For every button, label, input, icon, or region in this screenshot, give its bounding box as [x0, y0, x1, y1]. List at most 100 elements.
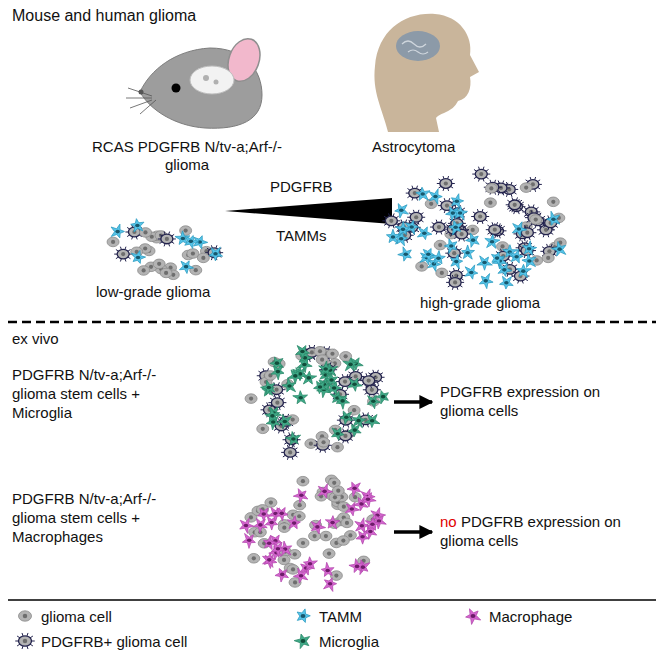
cell-icon — [153, 259, 165, 269]
cell-icon — [131, 250, 145, 263]
cell-icon — [321, 562, 334, 576]
cell-icon — [305, 439, 317, 449]
cell-icon — [449, 221, 463, 235]
cell-icon — [271, 365, 284, 379]
cell-icon — [314, 381, 327, 394]
result-text: PDGFRB expression on glioma cells — [440, 383, 600, 419]
cell-icon — [114, 247, 132, 262]
cell-icon — [281, 445, 299, 460]
cell-icon — [240, 518, 254, 533]
cell-icon — [318, 437, 330, 447]
cell-icon — [326, 349, 338, 359]
cell-icon — [472, 167, 490, 182]
cell-icon — [275, 569, 289, 582]
cell-icon — [523, 241, 537, 255]
cell-culture: PDGFRB N/tv-a;Arf-/- glioma stem cells +… — [242, 346, 388, 458]
cell-icon — [348, 378, 362, 391]
cell-icon — [347, 482, 361, 496]
cell-icon — [348, 425, 361, 437]
cell-icon — [466, 233, 480, 247]
cell-icon — [179, 261, 193, 274]
cell-icon — [293, 568, 307, 583]
legend-text: Microglia — [319, 633, 379, 650]
cell-icon — [277, 414, 295, 429]
arrow-connector — [394, 400, 432, 404]
human-head-figure — [374, 14, 479, 132]
cell-icon — [525, 210, 543, 225]
negation-word: no — [440, 513, 457, 530]
legend-divider — [8, 599, 656, 601]
legend-entry: PDGFRB+ glioma cell — [14, 631, 187, 651]
cell-icon — [294, 634, 310, 649]
cell-icon — [245, 394, 257, 404]
cell-icon — [520, 183, 532, 193]
cell-icon — [242, 533, 255, 548]
gradient-label: TAMMs — [276, 227, 327, 245]
cell-icon — [285, 432, 301, 445]
cell-icon — [158, 232, 176, 247]
section-heading: ex vivo — [12, 330, 59, 348]
legend-icon — [14, 631, 36, 651]
cell-culture: PDGFRB N/tv-a;Arf-/- glioma stem cells +… — [242, 476, 388, 588]
arrow-connector — [394, 530, 432, 534]
legend-entry: Microglia — [292, 631, 379, 651]
cell-icon — [343, 358, 357, 371]
cell-icon — [417, 227, 432, 240]
cell-icon — [451, 194, 463, 208]
cell-icon — [297, 476, 309, 486]
legend-icon — [292, 631, 314, 651]
cell-icon — [263, 553, 276, 567]
cell-icon — [297, 609, 310, 623]
cell-icon — [522, 254, 536, 267]
cell-icon — [551, 242, 565, 257]
cell-icon — [510, 249, 524, 263]
cell-icon — [547, 211, 560, 225]
mouse-figure — [126, 34, 266, 128]
cell-icon — [530, 215, 542, 225]
cell-icon — [365, 518, 380, 530]
legend-icon — [292, 606, 314, 626]
cell-icon — [364, 414, 380, 428]
cell-icon — [529, 213, 547, 228]
condition-text: PDGFRB N/tv-a;Arf-/- glioma stem cells +… — [12, 490, 180, 546]
cell-icon — [258, 508, 270, 521]
cell-icon — [319, 361, 333, 375]
cell-icon — [396, 222, 410, 235]
cell-icon — [542, 253, 554, 263]
cell-icon — [349, 559, 364, 573]
cell-icon — [318, 484, 333, 498]
cell-icon — [479, 274, 493, 289]
cell-icon — [209, 247, 223, 261]
legend-entry: TAMM — [292, 606, 362, 626]
legend-entry: glioma cell — [14, 606, 112, 626]
cell-icon — [454, 206, 467, 220]
legend-icon — [14, 606, 36, 626]
cell-icon — [265, 408, 280, 422]
cell-icon — [444, 239, 457, 254]
cell-icon — [271, 542, 285, 557]
cell-icon — [512, 222, 526, 236]
tumor-label: Astrocytoma — [372, 138, 455, 156]
legend-icon — [462, 606, 484, 626]
cell-icon — [506, 197, 524, 212]
cell-icon — [278, 523, 290, 533]
legend-text: Macrophage — [489, 608, 572, 625]
cell-icon — [311, 519, 325, 534]
cell-icon — [278, 415, 291, 429]
cell-icon — [296, 346, 310, 359]
cell-icon — [111, 224, 124, 238]
cell-icon — [287, 516, 300, 529]
grade-label: high-grade glioma — [420, 294, 540, 312]
cell-icon — [486, 222, 504, 237]
cell-icon — [107, 237, 119, 247]
cell-icon — [332, 486, 344, 496]
legend-text: PDGFRB+ glioma cell — [41, 633, 187, 650]
cell-icon — [282, 378, 296, 392]
gradient-label: PDGFRB — [270, 178, 333, 196]
cell-icon — [436, 268, 448, 278]
cell-icon — [466, 609, 481, 625]
cell-icon — [303, 557, 317, 570]
cell-icon — [336, 395, 349, 409]
